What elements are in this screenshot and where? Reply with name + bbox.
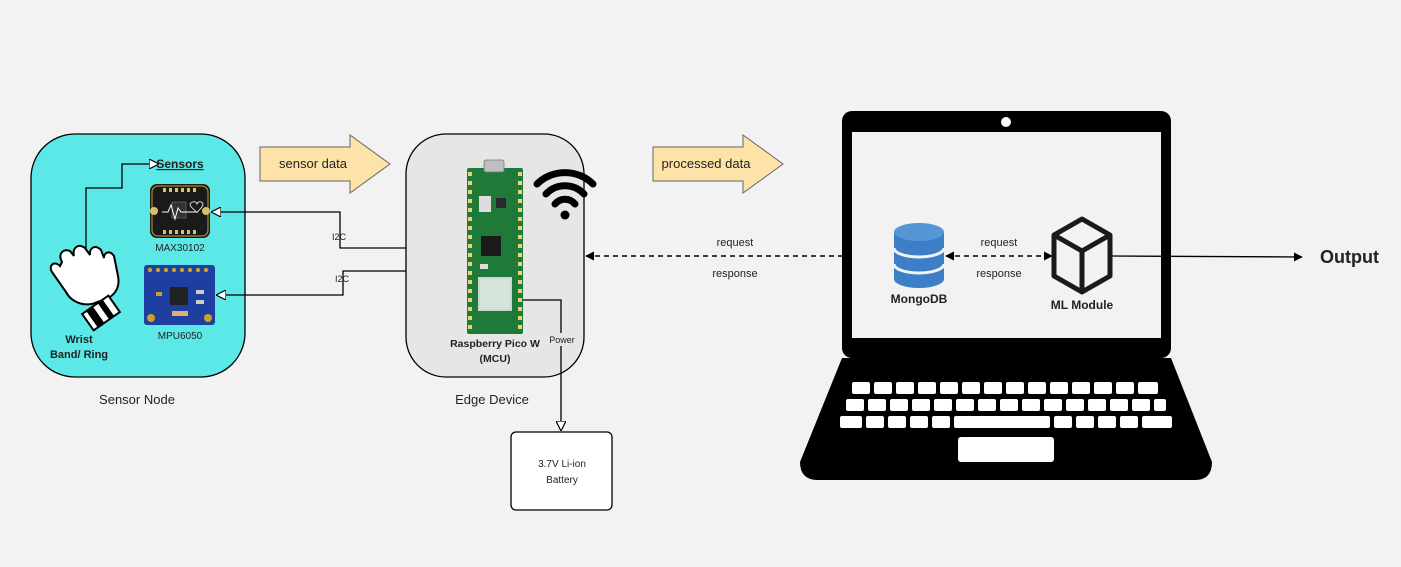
sensor-node: Wrist Band/ Ring Sensors MAX30102 [30, 133, 246, 407]
pico-label-1: Raspberry Pico W [450, 338, 540, 350]
sensor-node-label: Sensor Node [99, 392, 175, 407]
battery-label-2: Battery [546, 475, 578, 486]
max30102-label: MAX30102 [155, 243, 205, 254]
wrist-label-1: Wrist [65, 334, 93, 346]
mpu6050-board [144, 265, 215, 325]
sensor-data-label: sensor data [279, 156, 348, 171]
power-connection [523, 299, 561, 430]
power-label-bg [548, 333, 576, 346]
sensor-data-arrow [259, 134, 391, 194]
power-label: Power [549, 335, 575, 345]
response-label-right: response [976, 268, 1021, 280]
response-label-left: response [712, 268, 757, 280]
processed-data-arrow [652, 134, 784, 194]
output-label: Output [1320, 247, 1379, 267]
wifi-icon [533, 169, 597, 220]
max30102-board [150, 184, 210, 238]
wrist-label-2: Band/ Ring [50, 349, 108, 361]
i2c-connection-mpu6050 [217, 270, 466, 295]
battery-box [510, 431, 613, 511]
i2c-connection-max30102 [212, 212, 466, 249]
request-label-left: request [717, 237, 754, 249]
mpu6050-label: MPU6050 [158, 331, 203, 342]
wrist-to-sensors-connector [85, 164, 158, 250]
edge-device: Raspberry Pico W (MCU) Edge Device [405, 133, 597, 407]
edge-device-label: Edge Device [455, 392, 529, 407]
wristband-hand-icon [49, 245, 122, 332]
laptop-keyboard [840, 382, 1172, 462]
mongodb-label: MongoDB [891, 292, 948, 306]
output-arrow [1111, 252, 1303, 262]
ml-module-label: ML Module [1051, 298, 1114, 312]
cube-icon [1051, 216, 1113, 295]
i2c-label-bottom: I2C [335, 274, 350, 284]
raspberry-pico-board [467, 159, 523, 334]
request-label-right: request [981, 237, 1018, 249]
battery-label-1: 3.7V Li-ion [538, 459, 586, 470]
sensors-heading: Sensors [156, 157, 204, 171]
pico-label-2: (MCU) [480, 353, 511, 365]
database-icon [892, 223, 946, 288]
processed-data-label: processed data [662, 156, 752, 171]
i2c-label-top: I2C [332, 232, 347, 242]
laptop-icon [800, 111, 1212, 480]
